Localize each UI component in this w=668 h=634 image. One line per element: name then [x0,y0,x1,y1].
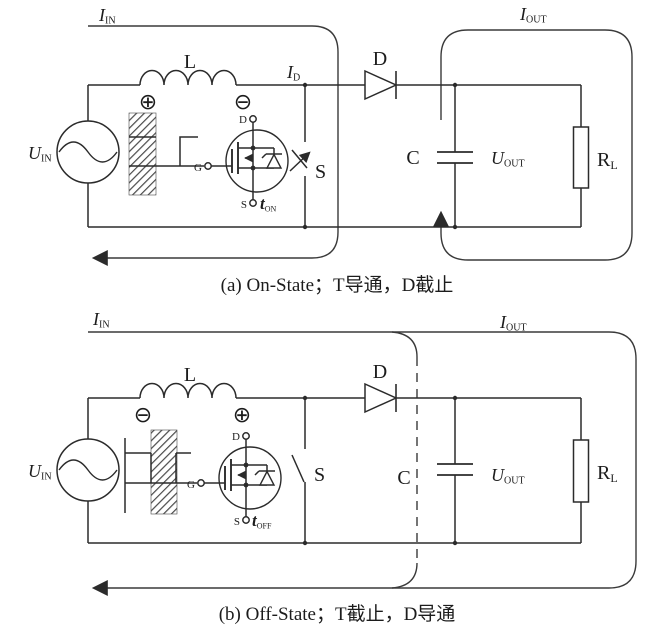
capacitor-b: C [397,463,473,489]
mosfet-source-label: S [241,199,247,211]
inductor-label-a: L [184,51,196,73]
diode-current-label: ID [286,62,300,84]
mosfet-b: D G S tOFF [187,431,281,531]
mosfet-a: D G S tON [194,114,288,214]
mosfet-gate-label: G [194,162,202,174]
input-voltage-label-a: UIN [28,143,52,165]
control-block-a [128,112,157,196]
switch-a: S [289,85,326,227]
diode-a: D [364,48,397,100]
load-resistor-b: RL [572,439,618,503]
load-label: RL [597,149,618,172]
inductor-label-b: L [184,364,196,386]
polarity-plus-icon: ⊕ [139,90,157,115]
circuit-wires-b [87,395,582,546]
capacitor-label: C [406,147,419,169]
polarity-minus-icon: ⊖ [134,403,152,428]
gate-waveform-b [124,438,197,513]
input-voltage-label-b: UIN [28,461,52,483]
control-block-b [150,429,178,515]
diode-b: D [364,361,397,413]
input-current-loop-a [88,25,339,266]
output-current-label-b: IOUT [499,312,527,334]
gate-waveform-a [129,136,204,167]
switch-label: S [315,161,326,183]
output-current-loop-a [433,29,633,261]
diode-label: D [373,48,387,70]
caption-b: (b) Off-State；T截止，D导通 [219,603,456,625]
capacitor-label: C [397,467,410,489]
mosfet-drain-label: D [239,114,247,126]
switch-label: S [314,464,325,486]
on-time-label: tON [260,194,277,214]
current-loop-b [88,331,637,596]
input-current-label-a: IIN [98,5,116,27]
output-voltage-label-b: UOUT [491,465,525,487]
output-voltage-label-a: UOUT [491,148,525,170]
load-resistor-a: RL [572,126,618,189]
caption-a: (a) On-State；T导通，D截止 [221,274,454,296]
output-current-label-a: IOUT [519,4,547,26]
circuit-wires-a [87,82,582,230]
diagram-b: ⊖ ⊕ D G S tOFF S [28,309,637,625]
input-current-label-b: IIN [92,309,110,331]
loop-divider-b [391,331,418,589]
off-time-label: tOFF [252,511,272,531]
diode-label: D [373,361,387,383]
voltage-source-b [56,438,120,502]
mosfet-gate-label: G [187,479,195,491]
polarity-plus-icon: ⊕ [233,403,251,428]
voltage-source-a [56,120,120,184]
switch-b: S [291,398,325,543]
diagram-a: ⊕ ⊖ D G S tON S ID [28,4,633,296]
mosfet-drain-label: D [232,431,240,443]
load-label: RL [597,462,618,485]
mosfet-source-label: S [234,516,240,528]
polarity-minus-icon: ⊖ [234,90,252,115]
capacitor-a: C [406,147,473,169]
